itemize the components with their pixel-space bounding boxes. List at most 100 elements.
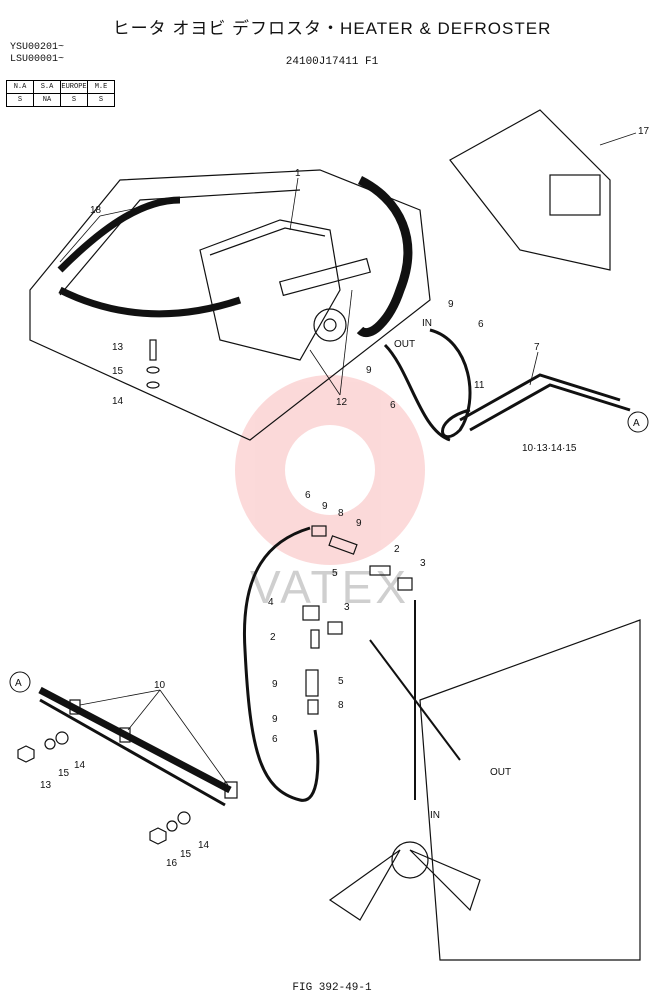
heater-motor-hub <box>323 318 337 332</box>
serial-range-2: LSU00001~ <box>10 54 65 65</box>
pipe-lower-left-b <box>39 698 226 807</box>
leader-10a <box>79 689 161 706</box>
fitting-5-lower <box>305 669 319 697</box>
label-out-upper: OUT <box>394 339 415 350</box>
drawing-code: 24100J17411 F1 <box>285 56 379 68</box>
fitting-3-lower <box>327 621 343 635</box>
label-part-11: 11 <box>474 380 485 391</box>
label-part-5-lower-a: 5 <box>332 568 338 579</box>
nut-16 <box>149 827 167 845</box>
heater-motor <box>313 308 347 342</box>
leader-7 <box>529 351 539 386</box>
leader-18a <box>59 215 101 263</box>
market-table: N.A S.A EUROPE M.E S NA S S <box>6 80 115 107</box>
label-part-4: 4 <box>268 597 274 608</box>
label-part-6-upper-a: 6 <box>478 319 484 330</box>
hose-6-out <box>383 343 451 442</box>
label-part-15-upper: 15 <box>112 366 124 377</box>
hose-6-long <box>242 526 320 802</box>
label-in-upper: IN <box>422 318 432 329</box>
fitting-9-lower <box>307 699 319 715</box>
leader-10b <box>127 689 161 731</box>
label-part-14-lower: 14 <box>74 760 86 771</box>
pipe-7 <box>459 373 621 422</box>
fitting-9-upper <box>311 525 327 537</box>
watermark-text: VATEX <box>250 561 409 613</box>
label-part-9-out: 9 <box>366 365 372 376</box>
fan-hub <box>391 841 429 879</box>
ref-label-a-lower: A <box>15 678 22 689</box>
fitting-3-upper <box>397 577 413 591</box>
market-value-me: S <box>87 93 115 107</box>
label-part-9-lower-c: 9 <box>272 679 278 690</box>
label-part-10-13-14-15: 10·13·14·15 <box>522 443 577 454</box>
leader-10c <box>159 689 229 786</box>
washer-15-upper <box>146 366 160 374</box>
washer-15-nut <box>166 820 178 832</box>
clamp-10-a <box>69 699 81 715</box>
fan-blade-1 <box>328 849 401 921</box>
label-part-6-upper-b: 6 <box>390 400 396 411</box>
watermark-gear-logo <box>235 375 425 565</box>
leader-17 <box>599 132 637 146</box>
heater-unit-top <box>209 227 326 256</box>
label-part-9-lower-b: 9 <box>356 518 362 529</box>
console-panel <box>449 109 611 271</box>
hose-6-in <box>429 328 472 439</box>
label-part-13-upper: 13 <box>112 342 124 353</box>
ref-circle-a-lower <box>9 671 31 693</box>
washer-14-upper <box>146 381 160 389</box>
label-part-14-upper: 14 <box>112 396 124 407</box>
washer-14-nut <box>177 811 191 825</box>
label-part-3-lower-a: 3 <box>420 558 426 569</box>
label-part-7: 7 <box>534 342 540 353</box>
label-part-14-nut: 14 <box>198 840 210 851</box>
leader-1 <box>289 177 299 231</box>
hose-18-lower <box>58 286 242 318</box>
fitting-5-upper <box>328 535 358 555</box>
leader-12b <box>339 289 353 396</box>
label-part-3-lower-b: 3 <box>344 602 350 613</box>
page-title: ヒータ オヨビ デフロスタ・HEATER & DEFROSTER <box>112 19 552 38</box>
callout-labels: 1 18 17 13 15 14 12 9 IN 6 OUT 9 6 7 11 … <box>40 126 650 869</box>
label-part-5-lower-b: 5 <box>338 676 344 687</box>
pipe-lower-left <box>38 686 232 794</box>
fitting-4 <box>302 605 320 621</box>
label-part-15-nut: 15 <box>180 849 192 860</box>
serial-range-1: YSU00201~ <box>10 42 65 53</box>
clamp-10-c <box>224 781 238 799</box>
label-in-lower: IN <box>430 810 440 821</box>
defroster-duct <box>356 175 413 337</box>
label-part-12: 12 <box>336 397 348 408</box>
label-part-18: 18 <box>90 205 102 216</box>
label-part-16: 16 <box>166 858 178 869</box>
figure-number: FIG 392-49-1 <box>292 982 372 994</box>
leader-12 <box>309 349 341 396</box>
ref-label-a-upper: A <box>633 418 640 429</box>
leader-18b <box>99 199 176 217</box>
heater-unit-body <box>199 219 341 361</box>
label-part-9-lower-a: 9 <box>322 501 328 512</box>
label-part-9-in: 9 <box>448 299 454 310</box>
label-part-6-lower-a: 6 <box>305 490 311 501</box>
floor-inner-line <box>59 189 301 296</box>
engine-pipe-out <box>369 639 461 761</box>
label-part-2-lower-a: 2 <box>394 544 400 555</box>
label-part-15-lower: 15 <box>58 768 70 779</box>
heater-bracket <box>278 257 372 297</box>
label-part-10-lower: 10 <box>154 680 166 691</box>
hose-18-upper <box>57 196 181 273</box>
label-part-6-lower-b: 6 <box>272 734 278 745</box>
bolt-13-lower <box>17 745 35 763</box>
label-part-8-lower-b: 8 <box>338 700 344 711</box>
clamp-10-b <box>119 727 131 743</box>
floor-panel <box>29 169 431 441</box>
fitting-2-lower <box>310 629 320 649</box>
label-out-lower: OUT <box>490 767 511 778</box>
washer-14-lower <box>55 731 69 745</box>
washer-15-lower <box>44 738 56 750</box>
label-part-1: 1 <box>295 168 301 179</box>
console-switch-block <box>549 174 601 216</box>
label-part-13-lower: 13 <box>40 780 52 791</box>
